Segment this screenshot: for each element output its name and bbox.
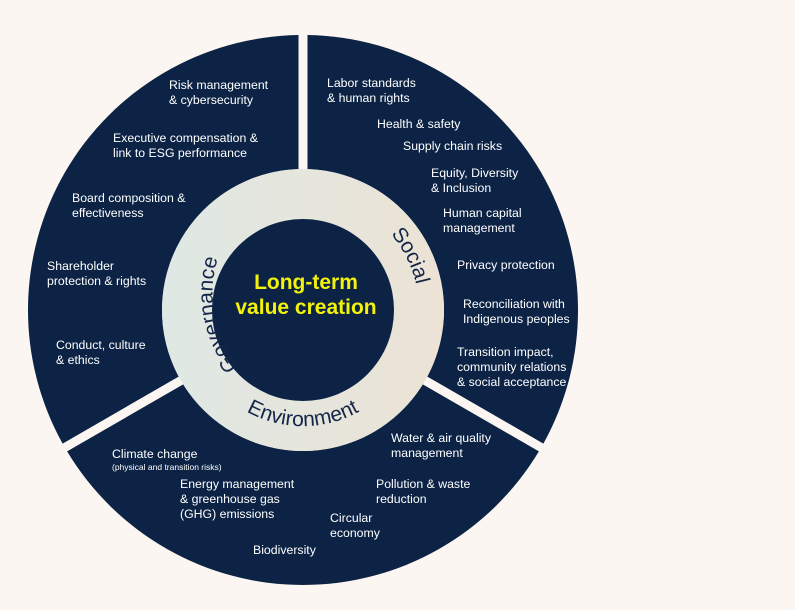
environment-segment [67, 384, 539, 585]
gov-board-composition-label: Board composition & effectiveness [72, 191, 186, 220]
governance-segment [27, 35, 299, 444]
center-disc [212, 219, 394, 401]
center-title: Long-term value creation [235, 271, 377, 319]
env-water-air-label: Water & air quality management [391, 431, 492, 460]
gov-risk-management-label: Risk management & cybersecurity [169, 78, 269, 107]
env-circular-economy-label: Circular economy [330, 511, 380, 540]
social-segment [307, 35, 578, 444]
gov-shareholder-protection-label: Shareholder protection & rights [47, 259, 147, 288]
env-pollution-waste-label: Pollution & waste reduction [376, 477, 471, 506]
env-climate-change-title: Climate change [112, 447, 198, 461]
soc-human-capital-label: Human capital management [443, 206, 522, 235]
env-climate-change-label: Climate change (physical and transition … [112, 432, 222, 487]
soc-labor-standards-label: Labor standards & human rights [327, 76, 416, 105]
env-biodiversity-label: Biodiversity [253, 543, 316, 557]
soc-transition-impact-label: Transition impact, community relations &… [457, 345, 567, 389]
soc-privacy-protection-label: Privacy protection [457, 258, 555, 272]
gov-executive-compensation-label: Executive compensation & link to ESG per… [113, 131, 258, 160]
soc-health-safety-label: Health & safety [377, 117, 461, 131]
gov-conduct-culture-label: Conduct, culture & ethics [56, 338, 146, 367]
env-energy-management-label: Energy management & greenhouse gas (GHG)… [180, 477, 295, 521]
env-climate-change-note: (physical and transition risks) [112, 462, 222, 472]
soc-equity-diversity-label: Equity, Diversity & Inclusion [431, 166, 519, 195]
soc-supply-chain-label: Supply chain risks [403, 139, 503, 153]
soc-reconciliation-label: Reconciliation with Indigenous peoples [463, 297, 570, 326]
